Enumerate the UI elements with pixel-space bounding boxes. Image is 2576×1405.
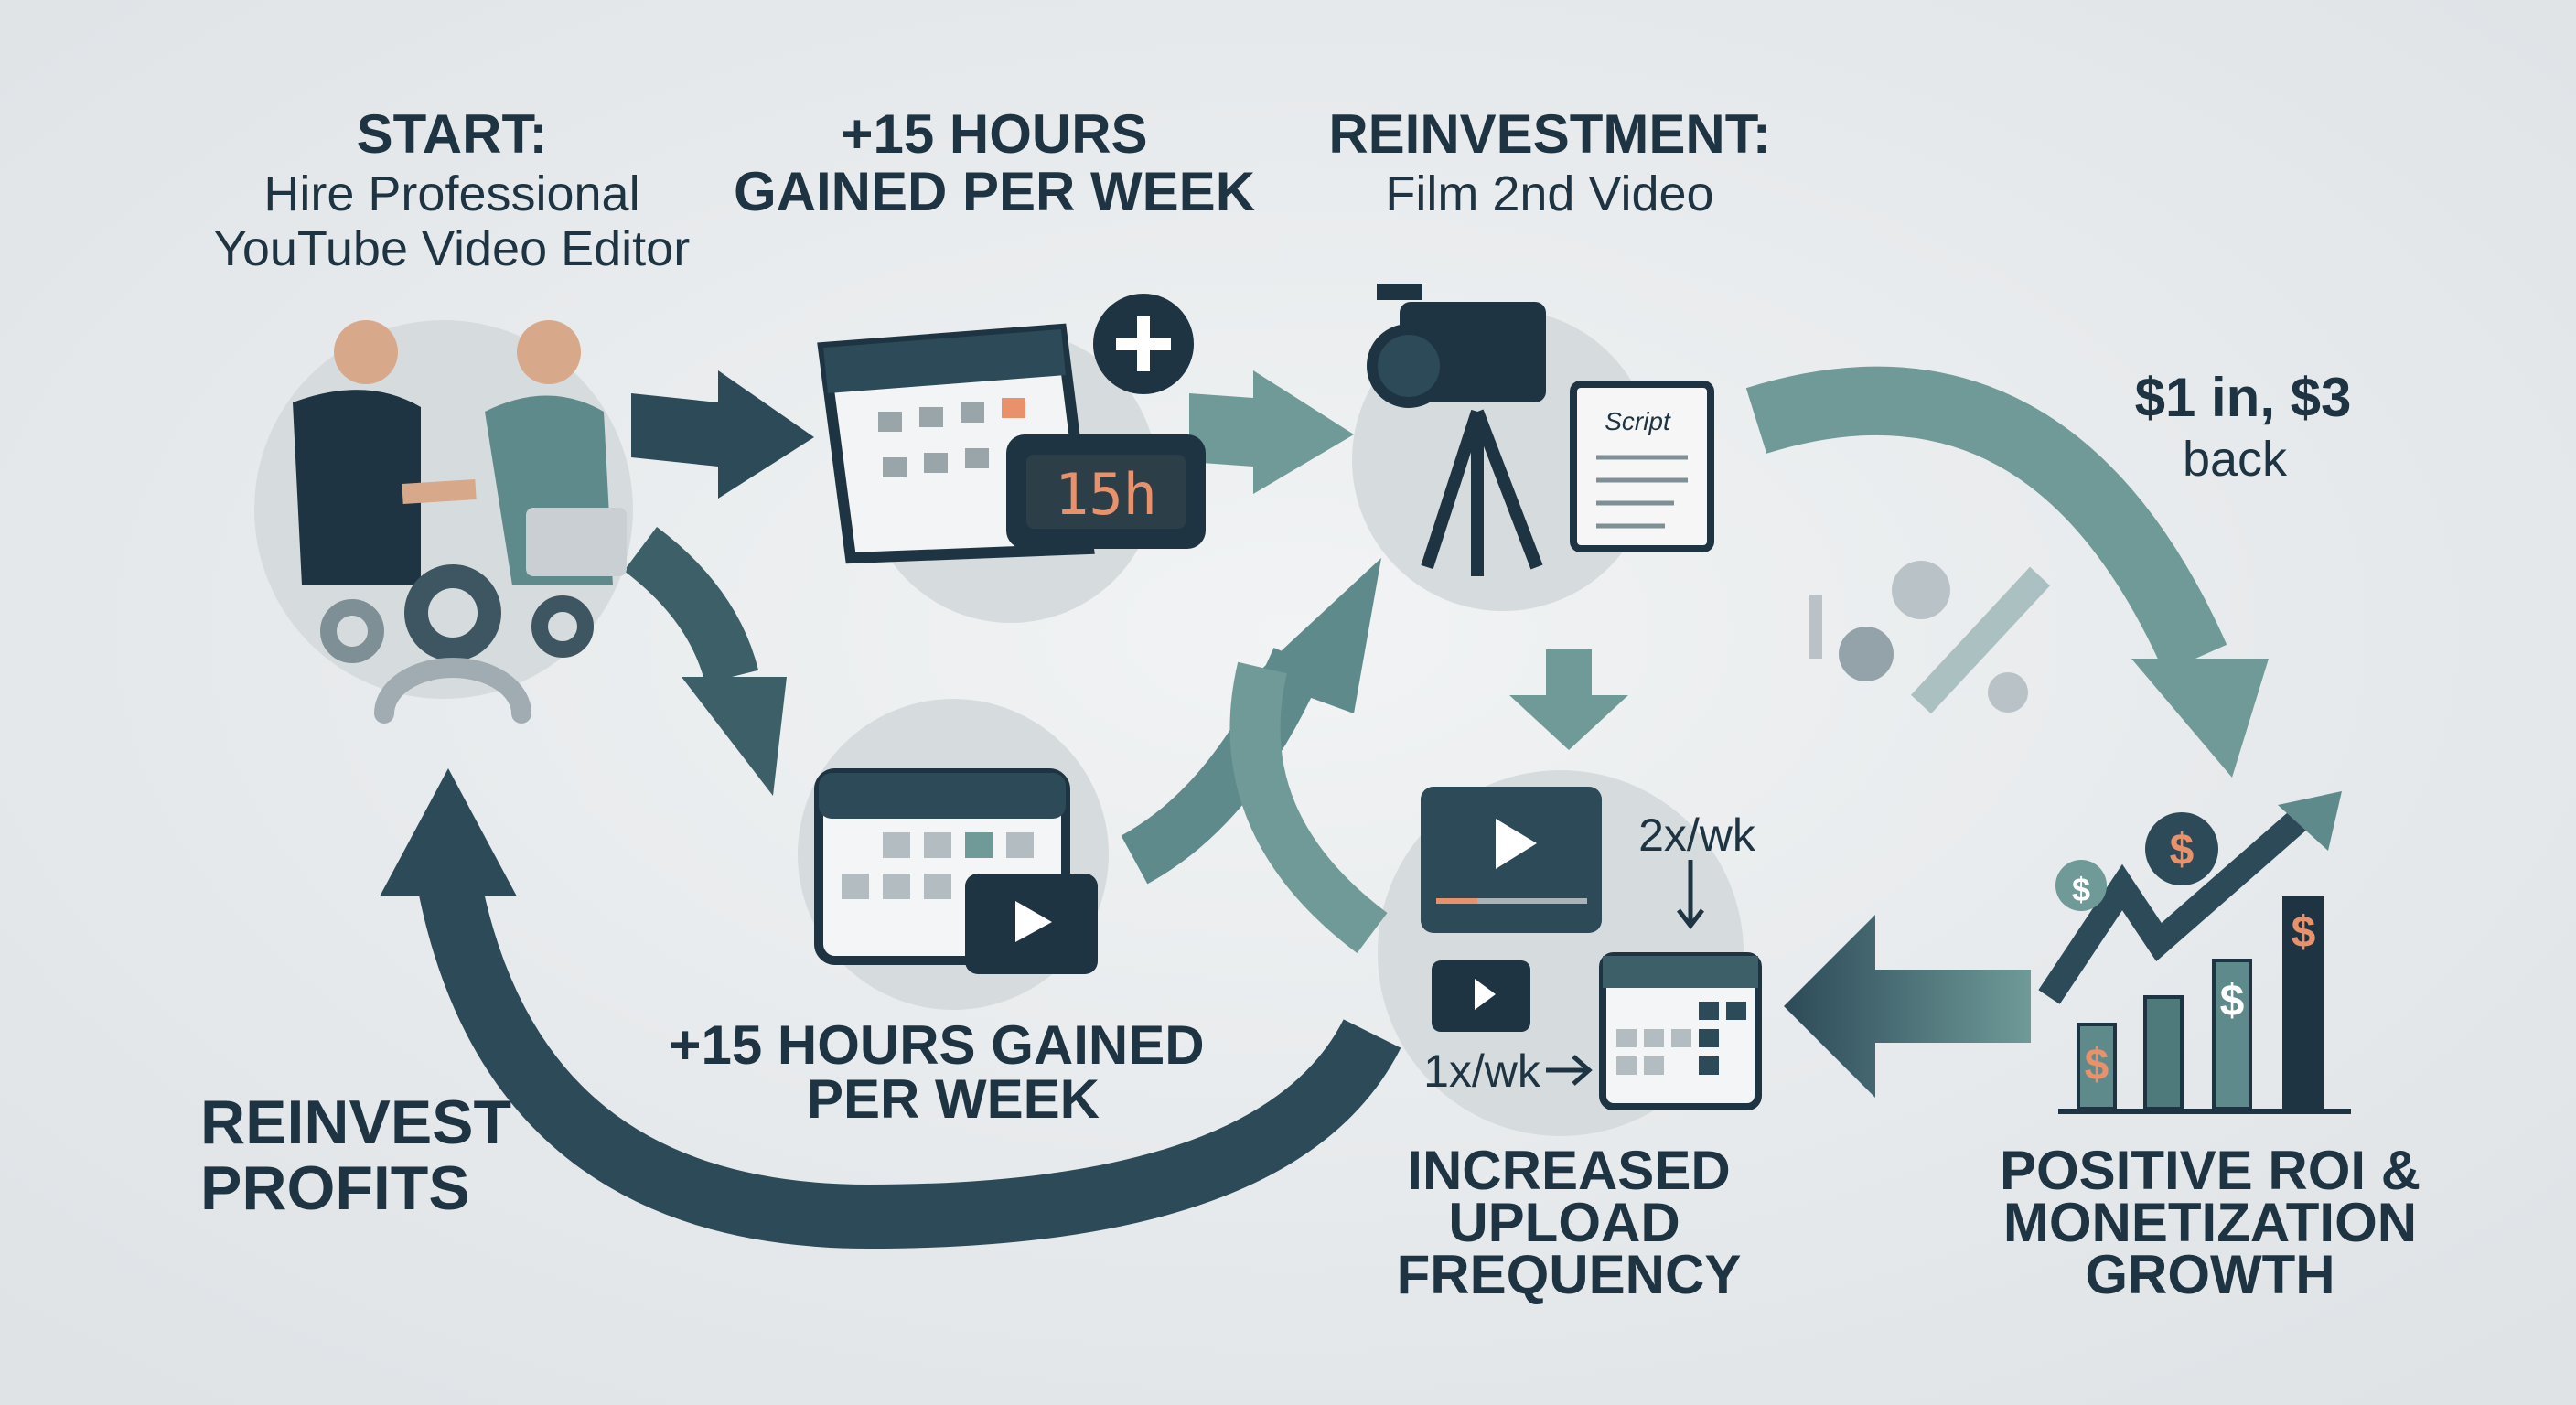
upload-line-1: INCREASED (1407, 1140, 1730, 1201)
growth-line-2: MONETIZATION (2003, 1192, 2417, 1253)
arrow-hours-to-reinvest (1189, 370, 1354, 494)
script-notepad-icon: Script (1570, 381, 1714, 552)
dollar-bar-1: $ (2085, 1041, 2109, 1089)
dollar-coin-small: $ (2072, 871, 2090, 908)
hours-mid-line-1: +15 HOURS GAINED (669, 1014, 1204, 1076)
growth-chart-icon: $ $ $ $ $ (2038, 791, 2351, 1114)
arrow-start-to-hours (631, 370, 814, 499)
dollar-coin-large: $ (2170, 826, 2195, 874)
hours-top-line-2: GAINED PER WEEK (734, 161, 1255, 222)
freq-high: 2x/wk (1638, 810, 1756, 861)
arrow-start-to-mid (623, 527, 759, 684)
video-camera-icon (1367, 284, 1546, 576)
arrow-reinvest-down (1509, 649, 1628, 750)
clock-hours: 15h (1055, 461, 1157, 528)
hours-top-line-1: +15 HOURS (841, 103, 1147, 165)
reinvest-line-2: PROFITS (200, 1153, 470, 1223)
arrow-right-icon (1546, 1055, 1593, 1086)
reinvestment-subtitle: Film 2nd Video (1385, 166, 1713, 221)
clock-display-icon: 15h (1006, 434, 1206, 549)
roi-note-line-1: $1 in, $3 (2135, 367, 2352, 428)
reinvest-line-1: REINVEST (200, 1088, 511, 1157)
growth-line-3: GROWTH (2085, 1244, 2334, 1305)
upload-line-2: UPLOAD (1448, 1192, 1680, 1253)
freq-low: 1x/wk (1423, 1046, 1541, 1097)
dollar-bar-3: $ (2220, 977, 2245, 1025)
growth-line-1: POSITIVE ROI & (2000, 1140, 2420, 1201)
upload-frequency-icon (1421, 787, 1762, 1110)
dollar-bar-4: $ (2292, 908, 2316, 957)
gears-icon (320, 564, 594, 724)
labels: START: Hire Professional YouTube Video E… (200, 103, 2420, 1305)
start-title: START: (357, 103, 548, 165)
start-line-1: Hire Professional (263, 166, 639, 221)
upload-line-3: FREQUENCY (1397, 1244, 1742, 1305)
hours-mid-line-2: PER WEEK (807, 1068, 1100, 1130)
arrow-reinvest-to-roi (1745, 366, 2227, 673)
flow-arrows (380, 366, 2269, 1249)
faded-money-icons (1809, 561, 2050, 714)
reinvestment-title: REINVESTMENT: (1328, 103, 1770, 165)
calendar-video-icon (814, 768, 1098, 974)
script-label: Script (1605, 407, 1671, 435)
handshake-icon (293, 320, 627, 585)
roi-note-line-2: back (2183, 432, 2288, 487)
arrow-upload-to-start (416, 872, 1401, 1249)
start-line-2: YouTube Video Editor (214, 221, 690, 276)
arrow-roi-to-upload (1784, 915, 2031, 1098)
